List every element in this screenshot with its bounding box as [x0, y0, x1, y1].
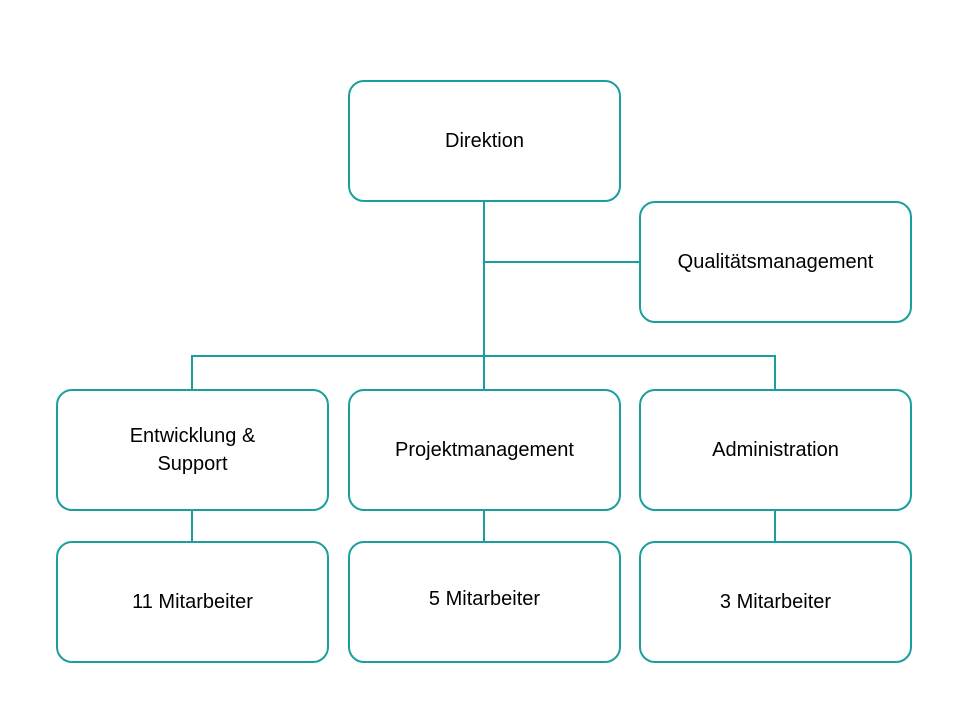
node-entwicklung-support-label-line2: Support [157, 453, 228, 475]
node-administration: Administration [639, 389, 912, 511]
connector-staff-branch [484, 261, 641, 263]
node-direktion: Direktion [348, 80, 621, 202]
node-administration-staff-count: 3 Mitarbeiter [639, 541, 912, 663]
node-administration-label: Administration [712, 439, 839, 461]
node-entwicklung-support-staff-count: 11 Mitarbeiter [56, 541, 329, 663]
connector-root-trunk [483, 201, 485, 357]
staff-count-label: 11 Mitarbeiter [132, 591, 253, 613]
connector-dept2-drop [483, 355, 485, 390]
connector-dept2-staff [483, 510, 485, 542]
node-projektmanagement: Projektmanagement [348, 389, 621, 511]
staff-count-label: 3 Mitarbeiter [719, 591, 832, 613]
connector-dept3-drop [774, 355, 776, 390]
connector-dept1-staff [191, 510, 193, 542]
node-qualitaetsmanagement: Qualitätsmanagement [639, 201, 912, 323]
node-direktion-label: Direktion [445, 130, 524, 152]
node-entwicklung-support: Entwicklung & Support [56, 389, 329, 511]
connector-dept3-staff [774, 510, 776, 542]
staff-count-label: 5 Mitarbeiter [428, 588, 541, 610]
node-entwicklung-support-label-line1: Entwicklung & [129, 425, 256, 447]
node-projektmanagement-staff-count: 5 Mitarbeiter [348, 541, 621, 663]
connector-dept1-drop [191, 355, 193, 390]
node-qualitaetsmanagement-label: Qualitätsmanagement [677, 251, 874, 273]
node-projektmanagement-label: Projektmanagement [395, 439, 574, 461]
